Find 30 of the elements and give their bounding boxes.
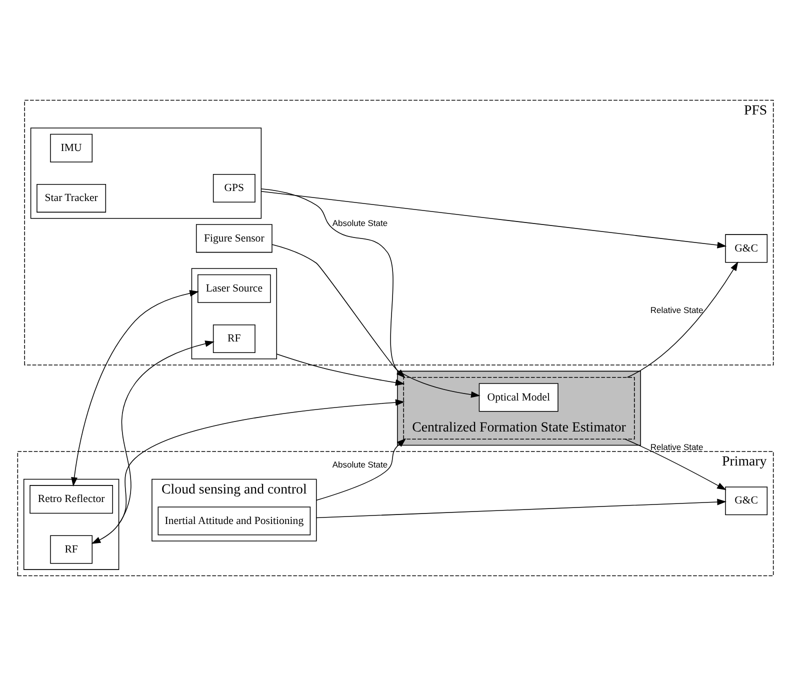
node-box: IMU [50, 133, 93, 162]
cluster [23, 478, 120, 570]
edge-label: Relative State [650, 441, 704, 452]
cluster [30, 127, 262, 218]
arrow [316, 498, 726, 518]
arrow [316, 438, 406, 500]
arrow [624, 438, 726, 490]
arrow [272, 244, 480, 398]
arrow [276, 353, 405, 386]
node-box: G&C [725, 486, 768, 515]
cluster [191, 268, 278, 359]
node-box: GPS [212, 173, 256, 202]
node-box: Star Tracker [36, 184, 106, 212]
edge-label: Absolute State [332, 459, 388, 470]
arrow [91, 340, 214, 544]
arrow [260, 188, 406, 378]
node-box: RF [212, 324, 256, 353]
node-box: Inertial Attitude and Positioning [158, 506, 311, 535]
node-box: Retro Reflector [30, 484, 113, 514]
arrow [260, 190, 727, 248]
edge-label: Relative State [650, 304, 704, 315]
arrow [71, 290, 199, 486]
node-box: Figure Sensor [196, 224, 272, 252]
node-box: G&C [725, 234, 768, 262]
arrow [118, 398, 405, 524]
arrow [626, 261, 738, 378]
node-box: Laser Source [198, 274, 271, 302]
node-box: RF [50, 534, 93, 564]
edge-label: Absolute State [332, 217, 388, 228]
node-box: Optical Model [478, 382, 558, 412]
